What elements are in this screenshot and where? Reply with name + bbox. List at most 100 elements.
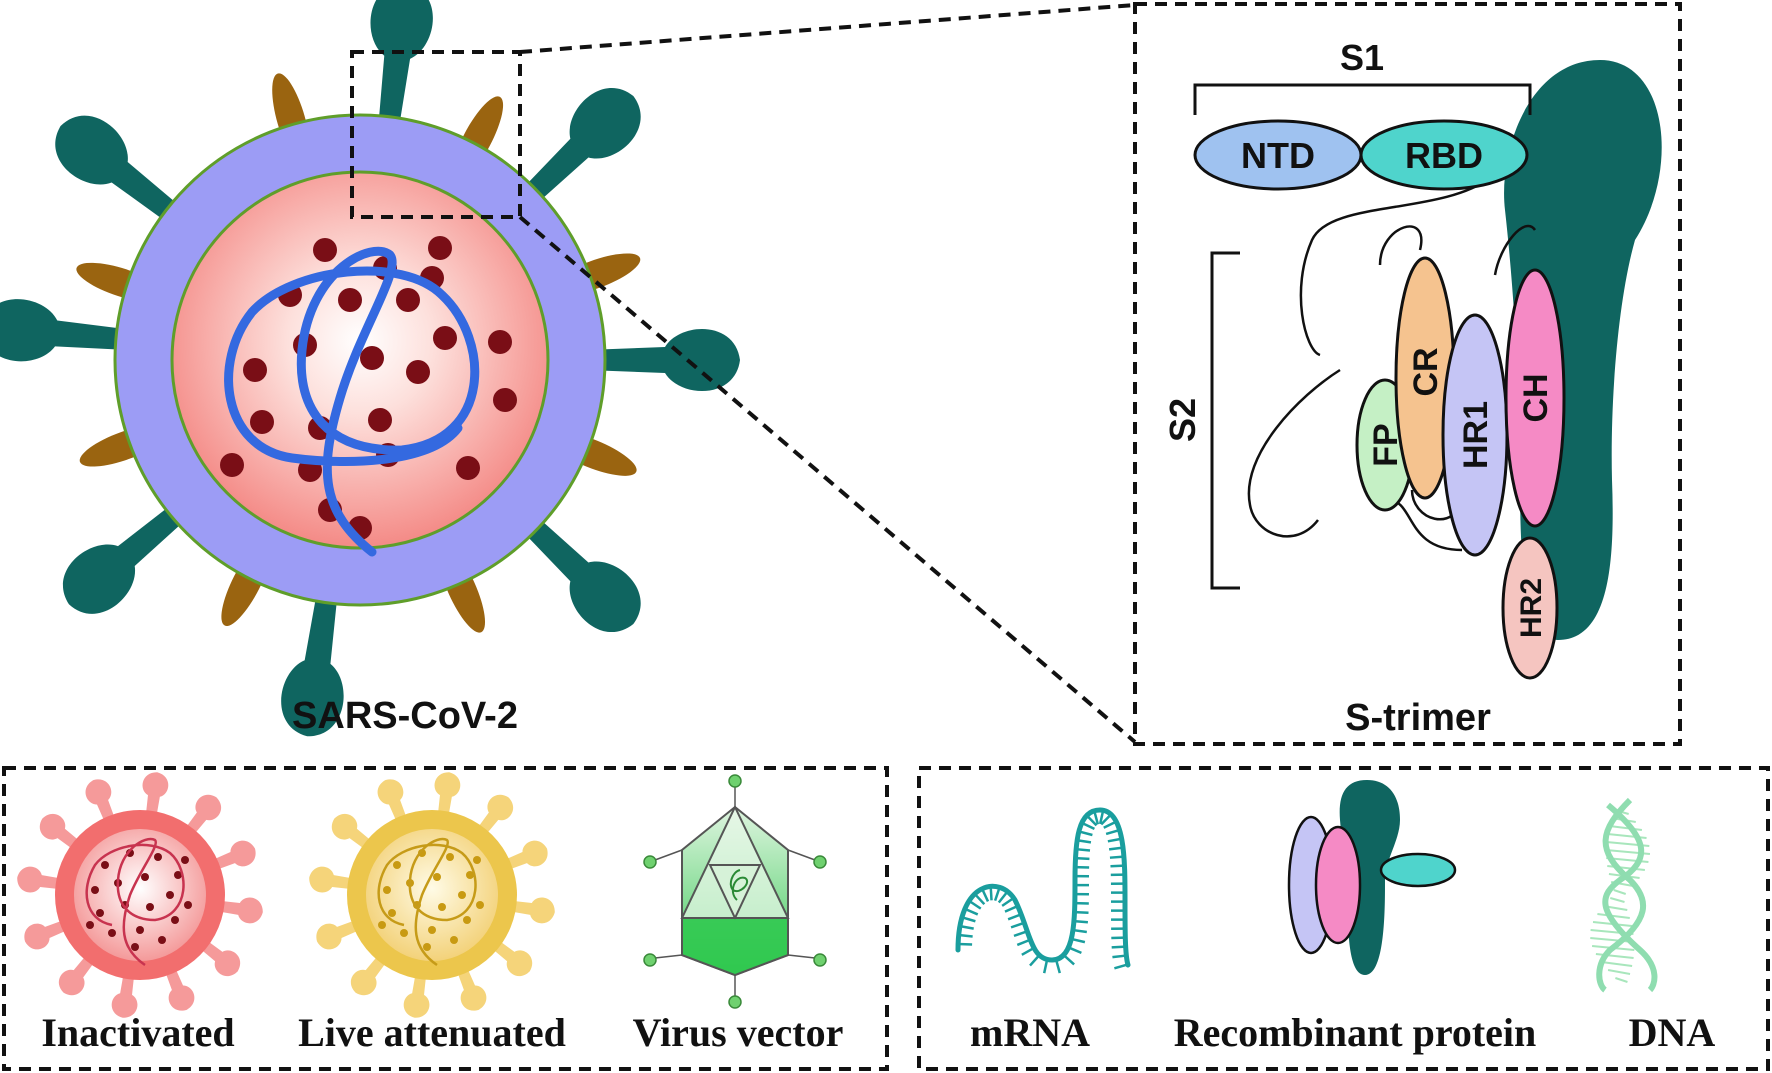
nucleocapsid-dot [96, 909, 104, 917]
nucleotide-tick [1093, 810, 1100, 825]
sars-cov-2-virion [0, 0, 740, 737]
nucleotide-tick [1013, 930, 1028, 938]
nucleotide-tick [1105, 828, 1120, 836]
fp-label: FP [1367, 423, 1405, 466]
nucleocapsid-dot [184, 901, 192, 909]
nucleotide-tick [1073, 919, 1088, 924]
nucleocapsid-dot [91, 886, 99, 894]
ch-domain [1504, 268, 1566, 528]
nucleotide-tick [968, 899, 982, 910]
nucleocapsid-dot [360, 346, 384, 370]
virus-based-vaccines-panel [2, 766, 889, 1071]
inactivated-label: Inactivated [41, 1010, 234, 1055]
live-attenuated-label: Live attenuated [298, 1010, 566, 1055]
hr2-label: HR2 [1515, 578, 1548, 638]
nucleocapsid-dot [458, 891, 466, 899]
ntd-label: NTD [1241, 135, 1315, 176]
nucleotide-tick [1075, 856, 1090, 861]
nucleocapsid-dot [433, 326, 457, 350]
nucleocapsid-dot [146, 903, 154, 911]
nucleocapsid-dot [433, 873, 441, 881]
dna-icon [1590, 797, 1658, 993]
nucleotide-tick [1103, 820, 1117, 829]
nucleocapsid-dot [400, 929, 408, 937]
base-pair-rung [1609, 897, 1625, 903]
base-pair-rung [1601, 961, 1633, 967]
nucleocapsid-dot [383, 886, 391, 894]
zoom-region-box [350, 50, 522, 219]
s2-label: S2 [1162, 398, 1203, 442]
nucleotide-tick [1081, 821, 1095, 831]
ch-label: CH [1517, 373, 1555, 422]
rbd-label: RBD [1405, 135, 1483, 176]
viral-rna-strand [224, 246, 480, 557]
nucleocapsid-dot [466, 871, 474, 879]
nucleotide-tick [1098, 810, 1105, 825]
dna-label: DNA [1629, 1010, 1716, 1055]
nucleocapsid-dot [473, 856, 481, 864]
nucleocapsid-dot [476, 901, 484, 909]
recombinant-protein-label: Recombinant protein [1174, 1010, 1537, 1055]
nucleocapsid-dot [428, 926, 436, 934]
nucleocapsid-dot [131, 943, 139, 951]
cr-label: CR [1407, 347, 1445, 396]
s-trimer-structure: NTD RBD FP CR HR1 CH HR2 [1193, 60, 1662, 680]
nucleocapsid-dot [313, 238, 337, 262]
nucleocapsid-dot [108, 929, 116, 937]
nucleotide-tick [993, 886, 1001, 902]
nucleotide-tick [1072, 928, 1087, 934]
nucleotide-tick [1112, 954, 1127, 959]
nucleocapsid-dot [181, 856, 189, 864]
nucleotide-tick [1111, 945, 1126, 949]
s1-bracket [1193, 83, 1532, 115]
s-trimer-label: S-trimer [1345, 697, 1491, 739]
nucleotide-tick [1001, 896, 1015, 907]
base-pair-rung [1609, 825, 1643, 831]
nucleotide-tick [958, 933, 973, 938]
mrna-label: mRNA [970, 1010, 1090, 1055]
live-attenuated-vaccine-icon [309, 772, 555, 1018]
nucleocapsid-dot [338, 288, 362, 312]
zoom-connector-top [519, 3, 1136, 54]
nucleotide-tick [980, 888, 990, 902]
nucleotide-tick [1075, 847, 1091, 852]
nucleocapsid-dot [428, 236, 452, 260]
base-pair-rung [1615, 977, 1628, 983]
nucleotide-tick [1062, 954, 1075, 966]
spike-detail-panel [1133, 2, 1682, 746]
nucleocapsid-dot [141, 873, 149, 881]
nucleocapsid-dot [450, 936, 458, 944]
nucleotide-tick [1100, 813, 1112, 826]
nucleocapsid-dot [456, 456, 480, 480]
nucleotide-tick [1076, 839, 1092, 844]
nucleocapsid-dot [243, 358, 267, 382]
recombinant-protein-icon [1287, 780, 1457, 975]
hr2-domain [1501, 536, 1559, 680]
nucleotide-tick [973, 893, 986, 906]
nucleocapsid-dot [388, 909, 396, 917]
nucleocapsid-dot [438, 903, 446, 911]
nucleotide-tick [1068, 946, 1082, 955]
base-pair-rung [1607, 969, 1631, 975]
inactivated-vaccine-icon [17, 772, 263, 1018]
nucleotide-tick [964, 907, 979, 916]
nucleocapsid-dot [423, 943, 431, 951]
nucleotide-tick [1074, 910, 1089, 915]
nucleocapsid-dot [166, 891, 174, 899]
nucleotide-tick [1085, 814, 1098, 827]
nucleocapsid-dot [154, 853, 162, 861]
nucleocapsid-dot [220, 453, 244, 477]
nucleotide-tick [1107, 837, 1122, 843]
nucleotide-tick [961, 916, 976, 923]
virus-vector-icon [643, 774, 827, 1009]
nucleotide-tick [1042, 959, 1049, 974]
nucleocapsid-dot [396, 288, 420, 312]
nucleotide-tick [1078, 830, 1093, 837]
base-pair-rung [1597, 913, 1630, 919]
nucleocapsid-dot [378, 921, 386, 929]
spike-protein [560, 328, 740, 392]
nucleotide-tick [1109, 855, 1125, 859]
base-pair-rung [1595, 953, 1634, 959]
virus-label: SARS-CoV-2 [292, 695, 518, 737]
